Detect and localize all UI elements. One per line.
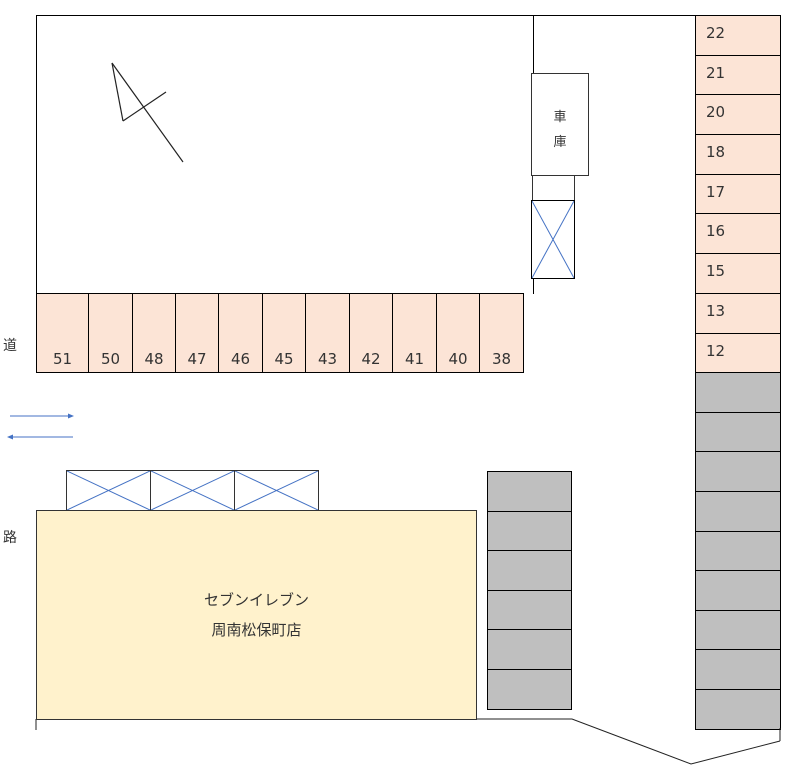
spot-number: 15 bbox=[706, 262, 726, 281]
arrow-left-icon bbox=[7, 434, 73, 440]
spot-number: 51 bbox=[52, 350, 73, 368]
parking-spot-22: 22 bbox=[695, 15, 781, 56]
arrow-right-icon bbox=[10, 413, 74, 419]
spot-number: 17 bbox=[706, 182, 726, 201]
parking-spot-40: 40 bbox=[436, 293, 480, 373]
lot-boundary bbox=[35, 718, 781, 765]
spot-number: 45 bbox=[274, 350, 294, 368]
parking-spot-43: 43 bbox=[305, 293, 350, 373]
unavailable-spot bbox=[695, 411, 781, 453]
unavailable-spot bbox=[695, 688, 781, 730]
unavailable-spot bbox=[695, 530, 781, 572]
spot-number: 50 bbox=[100, 350, 121, 368]
parking-spot-45: 45 bbox=[262, 293, 306, 373]
parking-spot-21: 21 bbox=[695, 54, 781, 96]
spot-number: 47 bbox=[187, 350, 207, 368]
spot-number: 18 bbox=[706, 143, 726, 162]
store-name-line2: 周南松保町店 bbox=[211, 621, 302, 639]
parking-spot-51: 51 bbox=[36, 293, 89, 373]
blocked-area bbox=[150, 470, 235, 511]
spot-number: 22 bbox=[706, 24, 726, 42]
blocked-area bbox=[234, 470, 319, 511]
spot-number: 13 bbox=[706, 301, 726, 320]
parking-spot-12: 12 bbox=[695, 332, 781, 374]
spot-number: 48 bbox=[144, 350, 164, 368]
garage-label-1: 車 bbox=[553, 110, 567, 125]
spot-number: 38 bbox=[491, 350, 512, 368]
lot-top-edge bbox=[533, 15, 696, 16]
unavailable-spot bbox=[487, 471, 572, 512]
unavailable-spot bbox=[487, 589, 572, 631]
road-label-top: 道 bbox=[3, 338, 17, 354]
unavailable-spot bbox=[695, 649, 781, 690]
road-label-bottom: 路 bbox=[3, 530, 17, 546]
parking-spot-16: 16 bbox=[695, 213, 781, 255]
spot-number: 40 bbox=[448, 350, 468, 368]
spot-number: 21 bbox=[706, 63, 726, 82]
unavailable-spot bbox=[487, 550, 572, 591]
spot-number: 42 bbox=[361, 350, 381, 368]
spot-number: 46 bbox=[230, 350, 251, 368]
spot-number: 12 bbox=[706, 341, 726, 360]
north-arrow-icon bbox=[111, 62, 184, 163]
store-name-line1: セブンイレブン bbox=[203, 591, 309, 609]
parking-spot-42: 42 bbox=[349, 293, 393, 373]
cross-icon bbox=[67, 471, 150, 510]
unavailable-spot bbox=[487, 510, 572, 552]
blocked-area bbox=[66, 470, 151, 511]
parking-spot-38: 38 bbox=[479, 293, 524, 373]
middle-gray-column bbox=[487, 471, 572, 710]
parking-spot-15: 15 bbox=[695, 253, 781, 294]
spot-number: 20 bbox=[706, 103, 726, 122]
garage-label-2: 庫 bbox=[553, 135, 567, 150]
unavailable-spot bbox=[487, 629, 572, 670]
unavailable-spot bbox=[695, 451, 781, 492]
bottom-spot-row: 51 50 48 47 46 45 43 42 41 40 38 bbox=[36, 293, 534, 373]
blocked-area-garage bbox=[531, 200, 575, 279]
parking-spot-17: 17 bbox=[695, 173, 781, 215]
parking-spot-46: 46 bbox=[218, 293, 263, 373]
right-spot-column: 22 21 20 18 17 16 15 13 12 bbox=[695, 15, 781, 730]
cross-icon bbox=[151, 471, 234, 510]
spot-number: 41 bbox=[404, 350, 425, 368]
cross-icon bbox=[532, 201, 574, 278]
spot-number: 16 bbox=[706, 222, 726, 241]
spot-number: 43 bbox=[317, 350, 338, 368]
unavailable-spot bbox=[487, 668, 572, 710]
cross-icon bbox=[235, 471, 318, 510]
parking-spot-20: 20 bbox=[695, 94, 781, 136]
blocked-area-row bbox=[66, 470, 320, 511]
parking-spot-50: 50 bbox=[88, 293, 133, 373]
convenience-store: セブンイレブン 周南松保町店 bbox=[36, 510, 477, 720]
